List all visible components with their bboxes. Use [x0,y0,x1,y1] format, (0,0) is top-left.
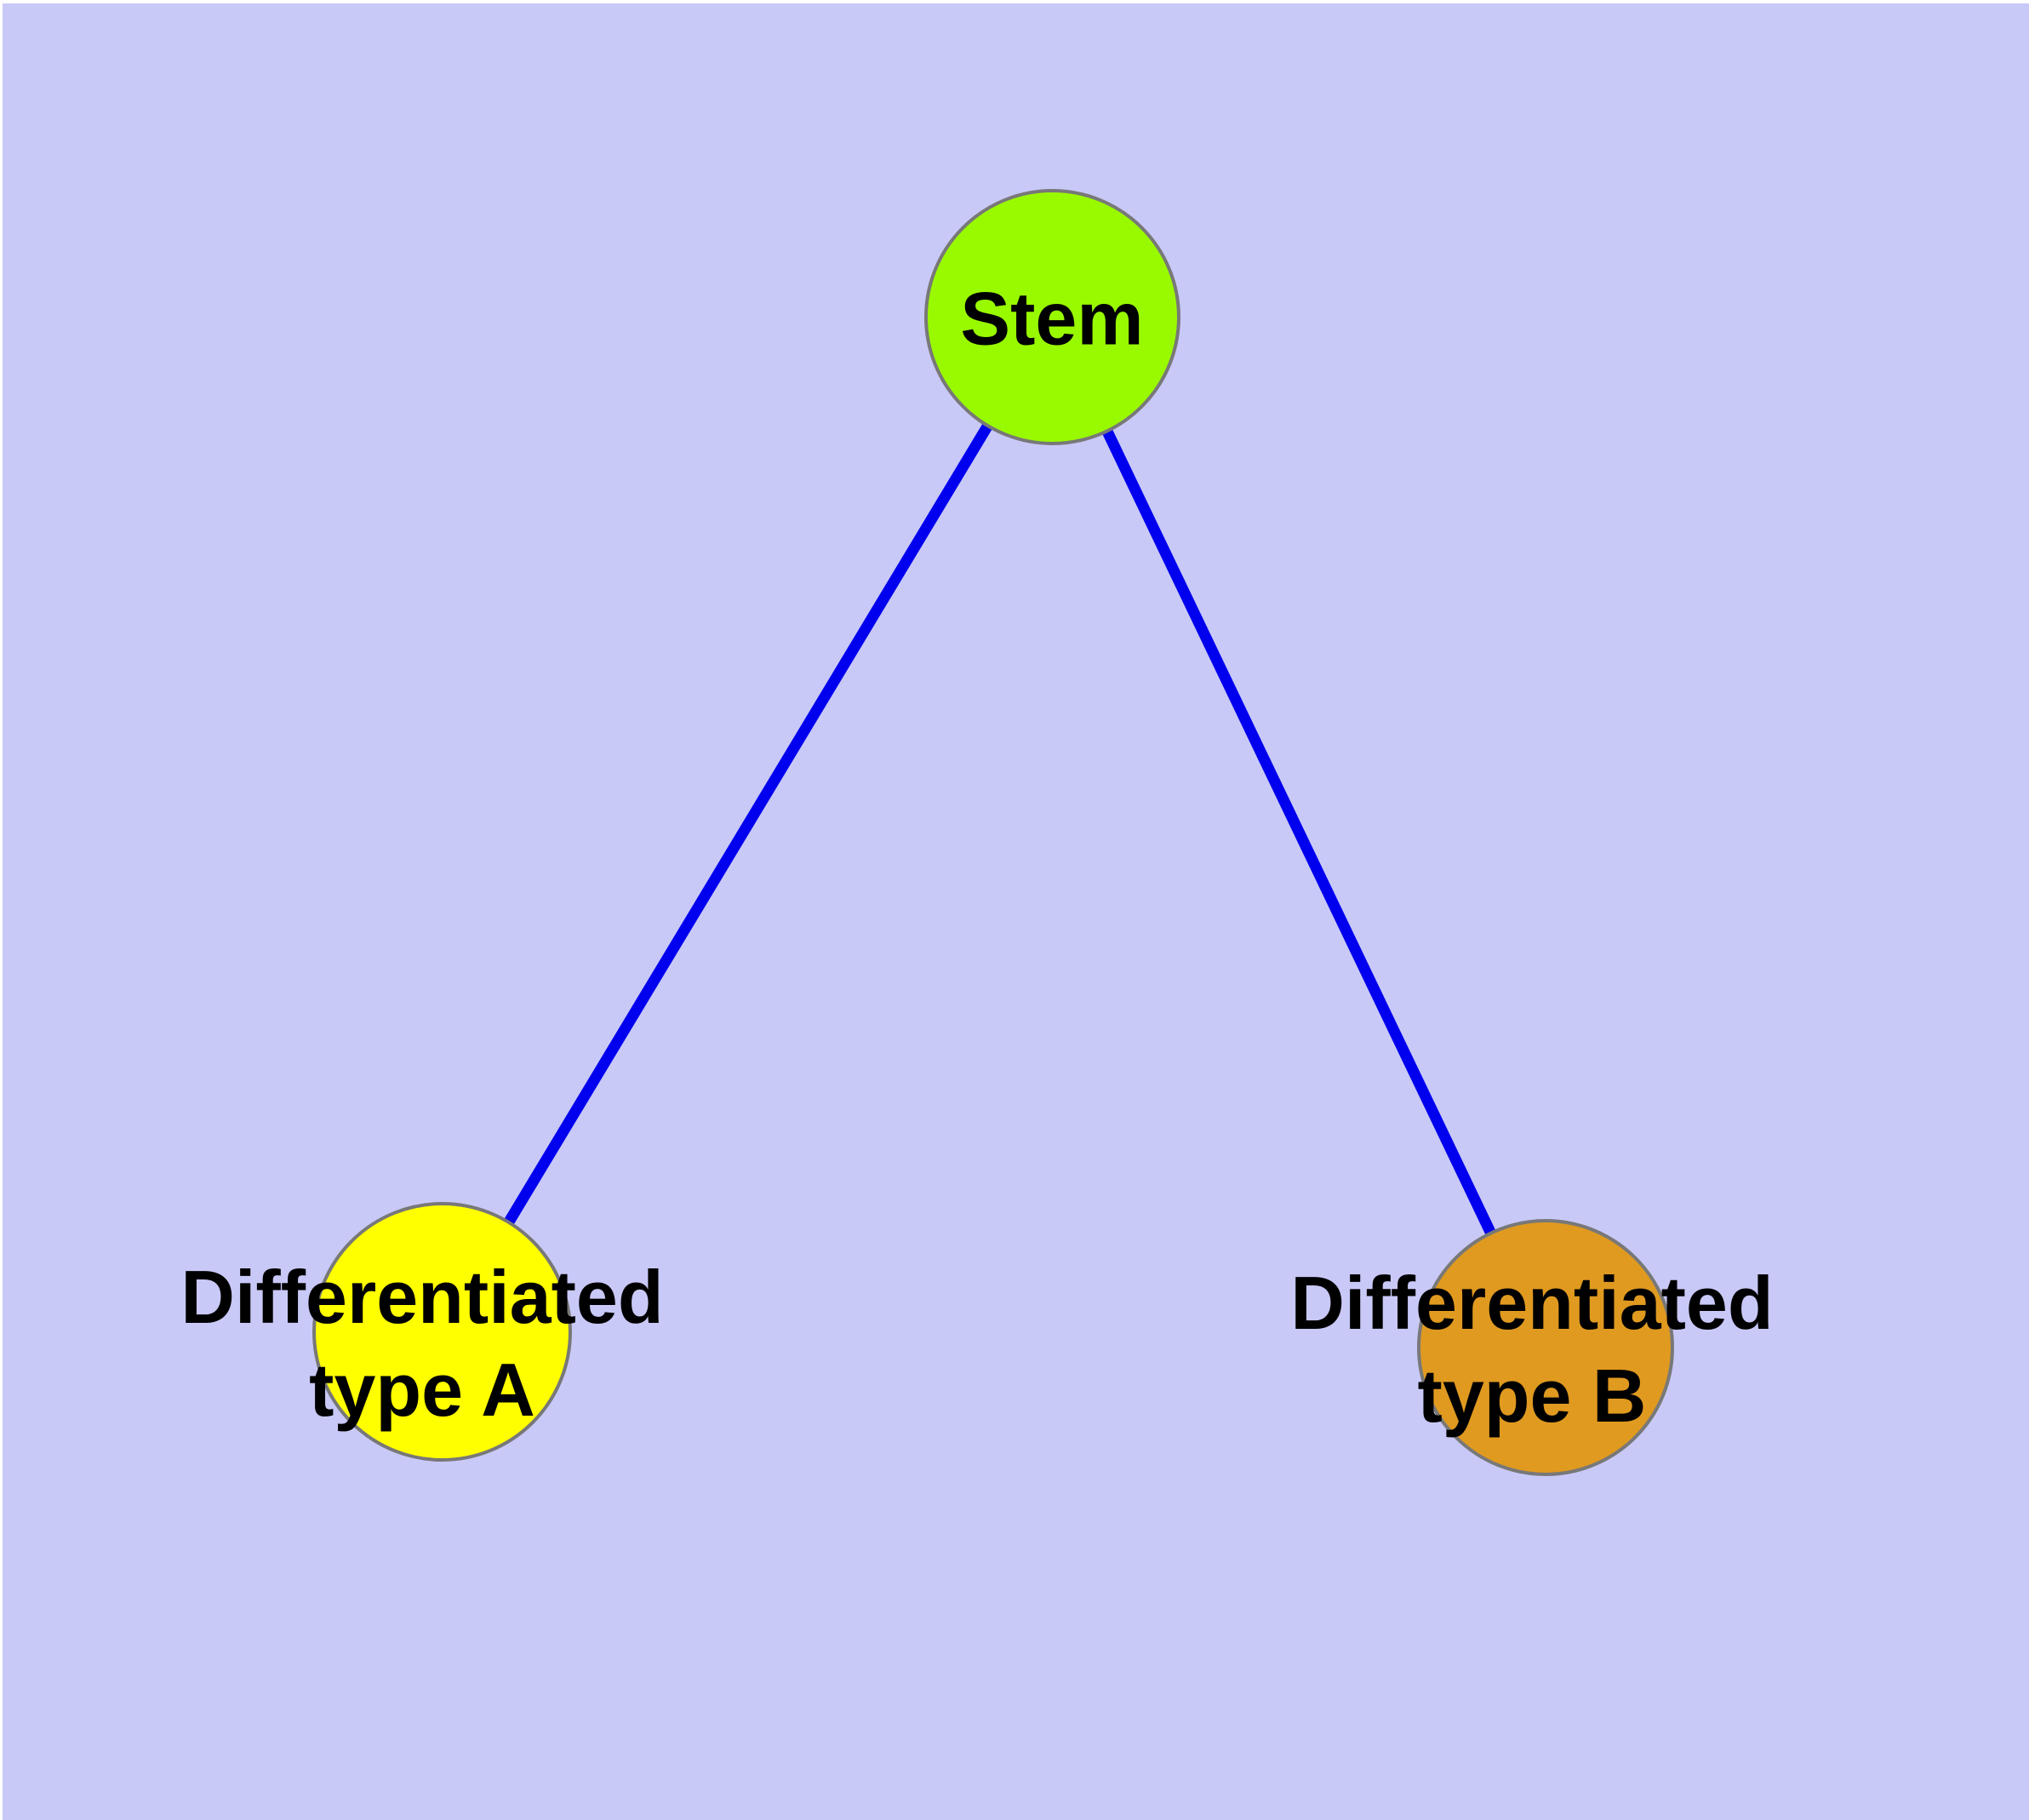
node-differentiated-type-a-label: Differentiated type A [180,1255,664,1432]
edge-stem-to-type-b [1048,315,1551,1350]
node-differentiated-type-b-label: Differentiated type B [1290,1261,1774,1438]
edge-stem-to-type-a [437,314,1058,1336]
node-differentiated-type-b-circle [1417,1219,1674,1476]
node-stem-label: Stem [960,276,1144,361]
node-stem-circle [924,189,1180,445]
node-differentiated-type-a-circle [312,1202,572,1462]
